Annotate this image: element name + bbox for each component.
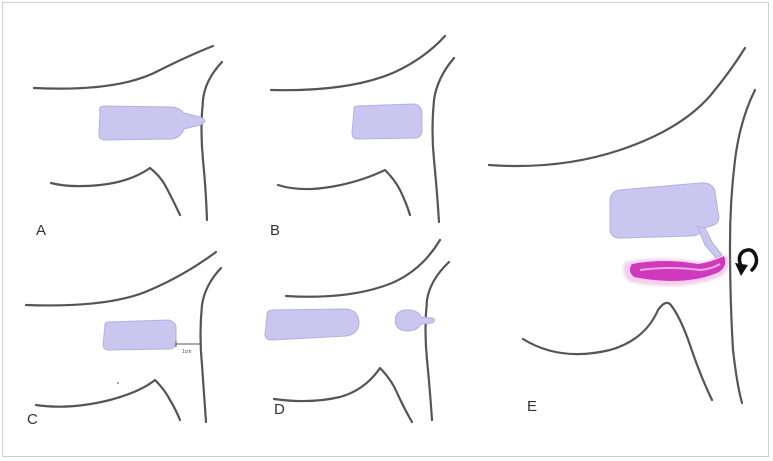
panel-d-fistula-pocket-large <box>265 309 359 340</box>
panel-e-right-outline <box>730 90 755 403</box>
panel-d-lower-outline <box>274 368 412 422</box>
panel-d-upper-outline <box>286 240 440 297</box>
panel-a-right-outline <box>202 62 223 220</box>
panel-a: A <box>34 46 222 239</box>
panel-c-right-outline <box>201 268 222 422</box>
panel-b: B <box>270 36 454 239</box>
panel-b-fistula-pocket <box>352 104 422 139</box>
panel-b-right-outline <box>433 58 455 222</box>
panel-d: D <box>265 240 449 422</box>
panel-a-label: A <box>36 222 46 239</box>
panel-d-right-outline <box>426 262 450 420</box>
panel-b-upper-outline <box>271 36 445 90</box>
panel-c-scale-label: 1cm <box>182 349 191 355</box>
panel-d-label: D <box>274 401 285 418</box>
panel-c-fistula-pocket <box>103 320 176 350</box>
panel-a-fistula-tract <box>99 106 205 140</box>
panel-c-label: C <box>27 411 38 428</box>
panel-c: 1cm C <box>26 252 221 428</box>
panel-c-upper-outline <box>26 252 216 305</box>
panel-e-lower-outline <box>523 303 712 400</box>
panel-c-dot <box>117 382 119 384</box>
panel-e-fistula-tract <box>697 226 722 258</box>
panel-e-upper-outline <box>489 48 745 166</box>
panel-a-upper-outline <box>34 46 213 89</box>
curved-arrow-head-icon <box>735 263 748 276</box>
panel-a-lower-outline <box>51 168 180 215</box>
panel-e: E <box>489 48 757 415</box>
panel-b-lower-outline <box>278 170 410 215</box>
panel-b-label: B <box>270 222 280 239</box>
panel-e-label: E <box>527 398 537 415</box>
panel-c-lower-outline <box>36 380 180 420</box>
panel-d-fistula-pocket-small <box>395 310 434 331</box>
